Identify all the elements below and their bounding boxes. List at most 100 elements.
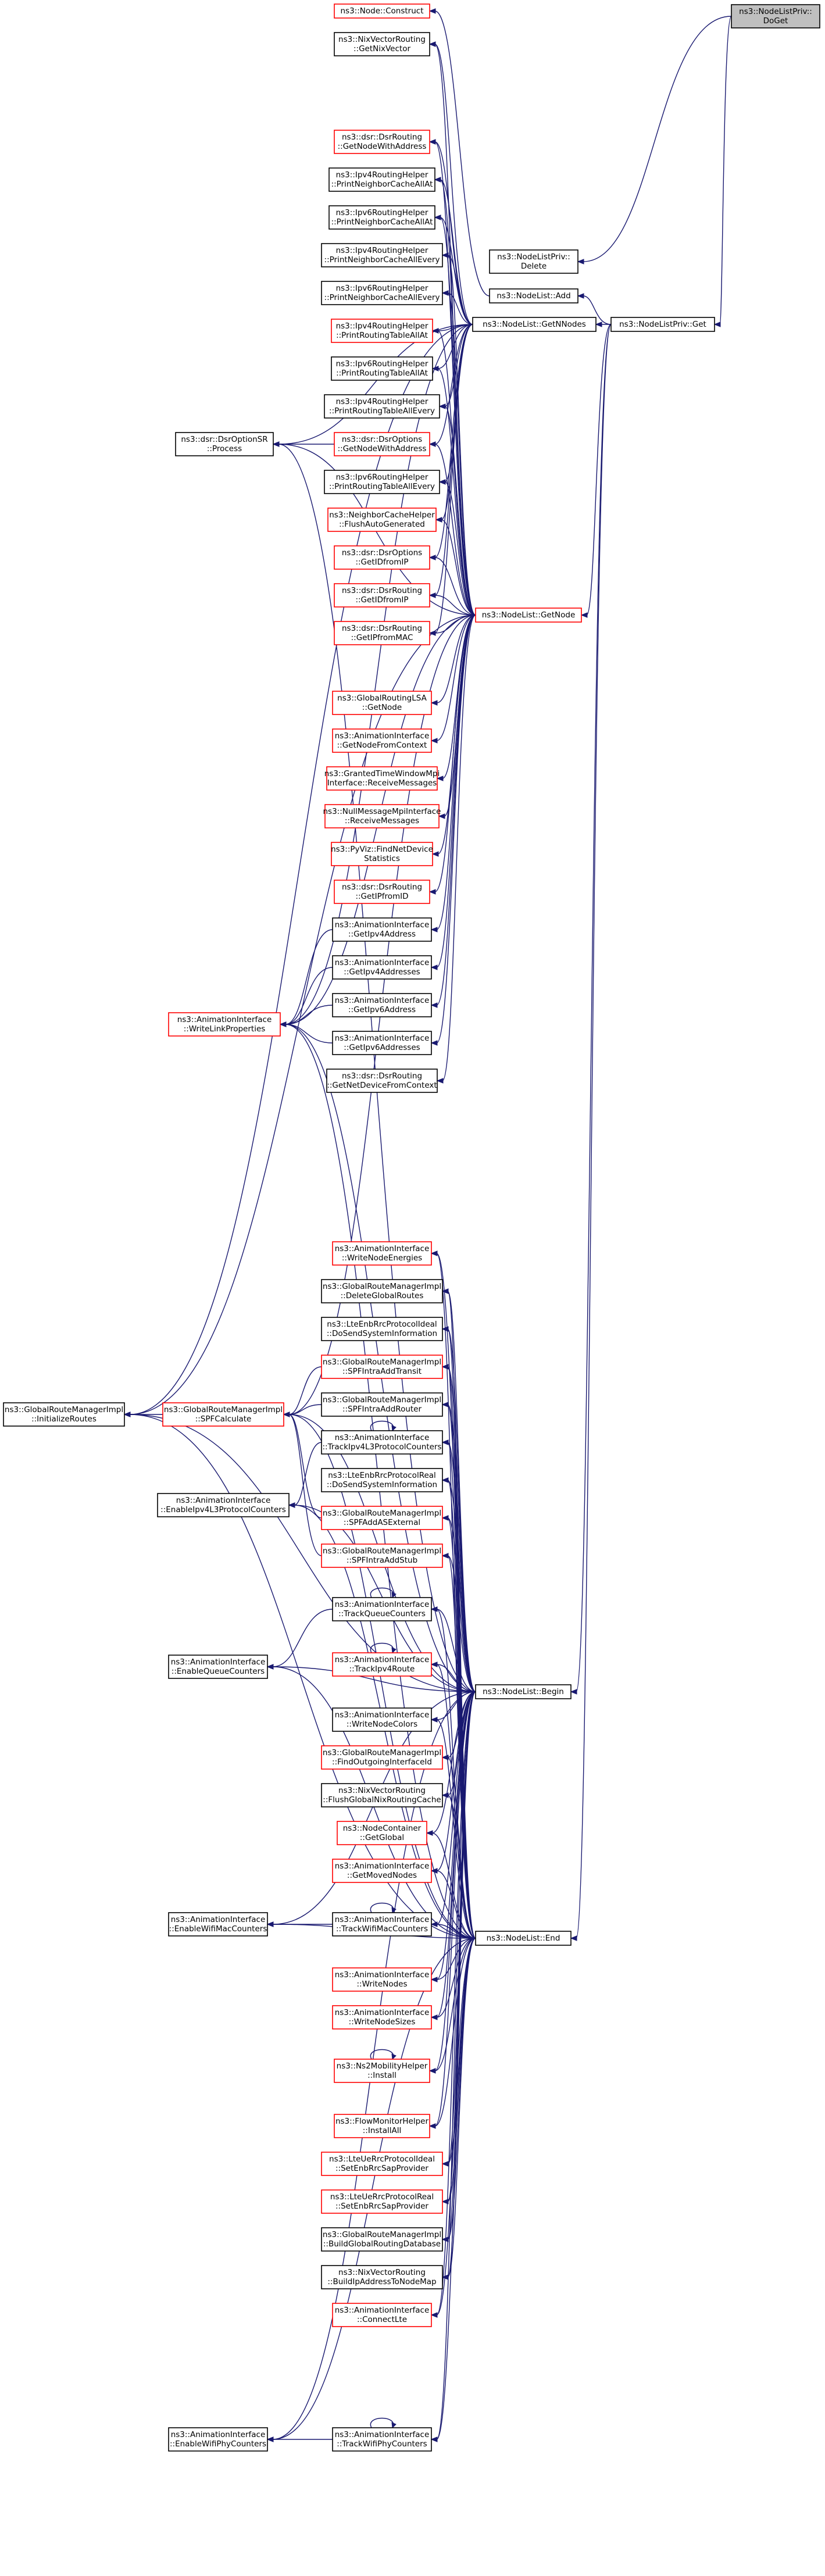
node-nullreceive[interactable]: ns3::NullMessageMpiInterface::ReceiveMes… [323, 804, 441, 828]
node-label-line: ::ConnectLte [357, 2315, 407, 2324]
node-animenableipv4l3[interactable]: ns3::AnimationInterface::EnableIpv4L3Pro… [157, 1493, 290, 1517]
node-grmspfrouter[interactable]: ns3::GlobalRouteManagerImpl::SPFIntraAdd… [321, 1392, 443, 1417]
node-nodeconstruct[interactable]: ns3::Node::Construct [334, 3, 430, 19]
edge-line [444, 481, 476, 616]
node-privget[interactable]: ns3::NodeListPriv::Get [610, 317, 715, 332]
node-begin[interactable]: ns3::NodeList::Begin [475, 1684, 572, 1699]
node-grmfindoutgoing[interactable]: ns3::GlobalRouteManagerImpl::FindOutgoin… [321, 1745, 443, 1770]
node-grantedreceive[interactable]: ns3::GrantedTimeWindowMpiInterface::Rece… [324, 766, 440, 791]
edge-line [285, 929, 333, 1025]
node-grmspfcalc[interactable]: ns3::GlobalRouteManagerImpl::SPFCalculat… [162, 1402, 284, 1427]
node-end[interactable]: ns3::NodeList::End [475, 1931, 572, 1946]
node-label-line: ::GetIpv6Addresses [344, 1043, 420, 1052]
node-nixbuildaddr[interactable]: ns3::NixVectorRouting::BuildIpAddressToN… [321, 2265, 443, 2289]
node-globallsagetnode[interactable]: ns3::GlobalRoutingLSA::GetNode [332, 691, 432, 715]
node-box [332, 1031, 432, 1055]
edge-line [447, 1555, 476, 1939]
node-ipv4printneighall[interactable]: ns3::Ipv4RoutingHelper::PrintNeighborCac… [328, 167, 435, 192]
node-grmspfstub[interactable]: ns3::GlobalRouteManagerImpl::SPFIntraAdd… [321, 1544, 443, 1568]
node-listadd[interactable]: ns3::NodeList::Add [489, 288, 578, 303]
node-flowmonitor[interactable]: ns3::FlowMonitorHelper::InstallAll [334, 2114, 430, 2138]
node-animenablewifimac[interactable]: ns3::AnimationInterface::EnableWifiMacCo… [168, 1912, 268, 1937]
node-box [334, 432, 430, 456]
node-animtrackwifimac[interactable]: ns3::AnimationInterface::TrackWifiMacCou… [332, 1912, 432, 1937]
node-ipv4printroutevery[interactable]: ns3::Ipv4RoutingHelper::PrintRoutingTabl… [324, 394, 440, 419]
edge-line [437, 368, 476, 616]
node-nixgetnixvector[interactable]: ns3::NixVectorRouting::GetNixVector [334, 32, 430, 56]
node-ns2mobility[interactable]: ns3::Ns2MobilityHelper::Install [334, 2059, 430, 2083]
node-ltereal[interactable]: ns3::LteEnbRrcProtocolReal::DoSendSystem… [321, 1468, 443, 1492]
node-ipv4printneighevery[interactable]: ns3::Ipv4RoutingHelper::PrintNeighborCac… [321, 243, 443, 267]
node-dsrroutgetipfrommac[interactable]: ns3::dsr::DsrRouting::GetIPfromMAC [334, 621, 430, 645]
node-grmspfasext[interactable]: ns3::GlobalRouteManagerImpl::SPFAddASExt… [321, 1506, 443, 1530]
node-dsrgetnodewithaddr[interactable]: ns3::dsr::DsrRouting::GetNodeWithAddress [334, 130, 430, 154]
node-box [328, 167, 435, 192]
node-animtrackqueue[interactable]: ns3::AnimationInterface::TrackQueueCount… [332, 1597, 432, 1621]
node-label-line: ::SetEnbRrcSapProvider [335, 2164, 428, 2173]
node-animgetnodefromctx[interactable]: ns3::AnimationInterface::GetNodeFromCont… [332, 728, 432, 753]
node-lteideal[interactable]: ns3::LteEnbRrcProtocolIdeal::DoSendSyste… [321, 1317, 443, 1341]
node-dsroptionsgetnode[interactable]: ns3::dsr::DsrOptions::GetNodeWithAddress [334, 432, 430, 456]
node-dsrgetnetdev[interactable]: ns3::dsr::DsrRouting::GetNetDeviceFromCo… [326, 1069, 438, 1093]
node-animgetmoved[interactable]: ns3::AnimationInterface::GetMovedNodes [332, 1859, 432, 1883]
node-privdelete[interactable]: ns3::NodeListPriv::Delete [489, 249, 578, 274]
node-ipv6printroutall[interactable]: ns3::Ipv6RoutingHelper::PrintRoutingTabl… [331, 356, 433, 381]
node-animwritenodes[interactable]: ns3::AnimationInterface::WriteNodes [332, 1967, 432, 1992]
node-label-line: ns3::NodeListPriv::Get [619, 320, 706, 329]
node-animtrackipv4l3[interactable]: ns3::AnimationInterface::TrackIpv4L3Prot… [321, 1430, 443, 1455]
node-animwritelink[interactable]: ns3::AnimationInterface::WriteLinkProper… [168, 1012, 281, 1037]
node-dsroptionsrprocess[interactable]: ns3::dsr::DsrOptionSR::Process [175, 432, 274, 456]
node-lteuerrcideal[interactable]: ns3::LteUeRrcProtocolIdeal::SetEnbRrcSap… [321, 2152, 443, 2176]
node-box [321, 281, 443, 305]
node-nixflush[interactable]: ns3::NixVectorRouting::FlushGlobalNixRou… [321, 1783, 443, 1807]
edge-arrowhead [266, 1664, 274, 1670]
edge-arrowhead [123, 1412, 131, 1417]
node-animenablequeue[interactable]: ns3::AnimationInterface::EnableQueueCoun… [168, 1655, 268, 1679]
node-animgetipv4addrs[interactable]: ns3::AnimationInterface::GetIpv4Addresse… [332, 955, 432, 980]
node-label-line: ::PrintRoutingTableAllAt [336, 369, 428, 378]
edge-line [444, 406, 476, 616]
node-animgetipv4addr[interactable]: ns3::AnimationInterface::GetIpv4Address [332, 917, 432, 942]
node-animwritenodecolors[interactable]: ns3::AnimationInterface::WriteNodeColors [332, 1707, 432, 1732]
node-animgetipv6addrs[interactable]: ns3::AnimationInterface::GetIpv6Addresse… [332, 1031, 432, 1055]
edge-arrowhead [430, 738, 438, 744]
node-label-line: ::SPFIntraAddStub [347, 1556, 417, 1565]
edge-line [447, 1366, 476, 1692]
node-getnode[interactable]: ns3::NodeList::GetNode [475, 608, 582, 623]
edge-animwritenodecolors-to-end [430, 1717, 476, 1939]
self-call-edge [370, 1420, 394, 1431]
node-label-line: ::GetIpv4Addresses [344, 967, 420, 977]
node-animconnectlte[interactable]: ns3::AnimationInterface::ConnectLte [332, 2303, 432, 2327]
node-label-line: ::GetNetDeviceFromContext [327, 1081, 437, 1090]
node-grmspftransit[interactable]: ns3::GlobalRouteManagerImpl::SPFIntraAdd… [321, 1355, 443, 1379]
node-grminitroutes[interactable]: ns3::GlobalRouteManagerImpl::InitializeR… [3, 1402, 125, 1427]
node-animtrackwifiphy[interactable]: ns3::AnimationInterface::TrackWifiPhyCou… [332, 2427, 432, 2452]
node-dsrgetipfromid[interactable]: ns3::dsr::DsrRouting::GetIPfromID [334, 880, 430, 904]
node-neighflush[interactable]: ns3::NeighborCacheHelper::FlushAutoGener… [327, 508, 437, 532]
node-ipv4printroutall[interactable]: ns3::Ipv4RoutingHelper::PrintRoutingTabl… [331, 319, 433, 343]
node-animtrackipv4route[interactable]: ns3::AnimationInterface::TrackIpv4Route [332, 1652, 432, 1677]
node-dsroptgetidfromip[interactable]: ns3::dsr::DsrOptions::GetIDfromIP [334, 545, 430, 570]
node-ipv6printneighall[interactable]: ns3::Ipv6RoutingHelper::PrintNeighborCac… [328, 205, 435, 230]
node-grmdeleteglobal[interactable]: ns3::GlobalRouteManagerImpl::DeleteGloba… [321, 1279, 443, 1303]
node-lteuerrcreal[interactable]: ns3::LteUeRrcProtocolReal::SetEnbRrcSapP… [321, 2189, 443, 2214]
node-grmbuilddb[interactable]: ns3::GlobalRouteManagerImpl::BuildGlobal… [321, 2227, 443, 2252]
node-getnnodes[interactable]: ns3::NodeList::GetNNodes [472, 317, 597, 332]
node-label-line: ::PrintNeighborCacheAllEvery [324, 255, 440, 265]
node-label-line: ns3::AnimationInterface [171, 1915, 266, 1924]
node-animwritenodesizes[interactable]: ns3::AnimationInterface::WriteNodeSizes [332, 2005, 432, 2030]
node-animwritenodeenergies[interactable]: ns3::AnimationInterface::WriteNodeEnergi… [332, 1241, 432, 1266]
node-dsrroutgetipfromip[interactable]: ns3::dsr::DsrRouting::GetIDfromIP [334, 583, 430, 608]
node-doget[interactable]: ns3::NodeListPriv::DoGet [731, 4, 820, 28]
node-label-line: ns3::GlobalRouteManagerImpl [323, 1509, 441, 1518]
node-box [334, 880, 430, 904]
node-label-line: ns3::dsr::DsrOptions [342, 548, 422, 558]
node-nodecontainerglobal[interactable]: ns3::NodeContainer::GetGlobal [337, 1821, 427, 1845]
edge-animwritelink-to-animgetipv4addrs [279, 967, 333, 1027]
node-animgetipv6addr[interactable]: ns3::AnimationInterface::GetIpv6Address [332, 993, 432, 1017]
node-ipv6printroutevery[interactable]: ns3::Ipv6RoutingHelper::PrintRoutingTabl… [324, 470, 440, 494]
node-animenablewifiphy[interactable]: ns3::AnimationInterface::EnableWifiPhyCo… [168, 2427, 268, 2452]
node-ipv6printneighevery[interactable]: ns3::Ipv6RoutingHelper::PrintNeighborCac… [321, 281, 443, 305]
node-label-line: ::TrackQueueCounters [338, 1609, 426, 1619]
